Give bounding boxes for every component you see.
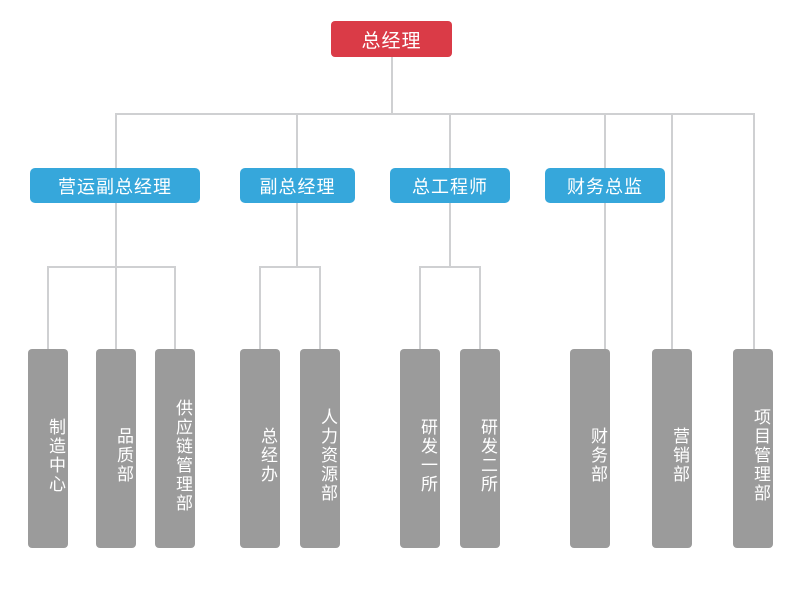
node-human-resources-department-label: 人力资源部 [317, 408, 337, 503]
connector-drop-gm-office [259, 266, 261, 349]
node-operations-vice-general-manager-label: 营运副总经理 [58, 176, 172, 198]
node-rd-institute-2-label: 研发二所 [477, 417, 497, 494]
connector-ops-vp-stem [115, 203, 117, 266]
connector-vp-stem [296, 203, 298, 266]
node-manufacturing-center-label: 制造中心 [45, 417, 65, 494]
connector-drop-rd-institute-1 [419, 266, 421, 349]
node-quality-department[interactable]: 品质部 [96, 349, 136, 548]
connector-drop-human-resources [319, 266, 321, 349]
connector-ops-vp-bus [47, 266, 174, 268]
node-rd-institute-1-label: 研发一所 [417, 417, 437, 494]
node-supply-chain-management-department-label: 供应链管理部 [172, 398, 192, 513]
connector-root-stem [391, 57, 393, 113]
node-supply-chain-management-department[interactable]: 供应链管理部 [155, 349, 195, 548]
node-marketing-department[interactable]: 营销部 [652, 349, 692, 548]
node-finance-director[interactable]: 财务总监 [545, 168, 665, 203]
node-rd-institute-1[interactable]: 研发一所 [400, 349, 440, 548]
node-rd-institute-2[interactable]: 研发二所 [460, 349, 500, 548]
node-finance-director-label: 财务总监 [567, 176, 643, 198]
node-human-resources-department[interactable]: 人力资源部 [300, 349, 340, 548]
node-general-manager-office[interactable]: 总经办 [240, 349, 280, 548]
connector-drop-cfo [604, 113, 606, 168]
node-chief-engineer[interactable]: 总工程师 [390, 168, 510, 203]
connector-drop-finance-dept [604, 203, 606, 349]
node-finance-department[interactable]: 财务部 [570, 349, 610, 548]
connector-drop-rd-institute-2 [479, 266, 481, 349]
connector-drop-supply-chain [174, 266, 176, 349]
node-general-manager[interactable]: 总经理 [331, 21, 452, 57]
connector-vp-bus [259, 266, 320, 268]
node-vice-general-manager[interactable]: 副总经理 [240, 168, 355, 203]
connector-drop-ops-vp [115, 113, 117, 168]
node-project-management-department-label: 项目管理部 [750, 408, 770, 503]
connector-main-bus [115, 113, 755, 115]
node-general-manager-office-label: 总经办 [257, 427, 277, 484]
connector-chief-engineer-stem [449, 203, 451, 266]
node-marketing-department-label: 营销部 [669, 427, 689, 484]
node-general-manager-label: 总经理 [361, 29, 422, 52]
node-manufacturing-center[interactable]: 制造中心 [28, 349, 68, 548]
node-vice-general-manager-label: 副总经理 [259, 176, 336, 198]
connector-drop-marketing [671, 113, 673, 349]
node-project-management-department[interactable]: 项目管理部 [733, 349, 773, 548]
connector-drop-quality [115, 266, 117, 349]
connector-chief-engineer-bus [419, 266, 480, 268]
connector-drop-pmo [753, 113, 755, 349]
connector-drop-vp [296, 113, 298, 168]
node-finance-department-label: 财务部 [587, 427, 607, 484]
node-chief-engineer-label: 总工程师 [412, 176, 488, 198]
connector-drop-manufacturing [47, 266, 49, 349]
node-operations-vice-general-manager[interactable]: 营运副总经理 [30, 168, 200, 203]
node-quality-department-label: 品质部 [113, 427, 133, 484]
connector-drop-chief-engineer [449, 113, 451, 168]
